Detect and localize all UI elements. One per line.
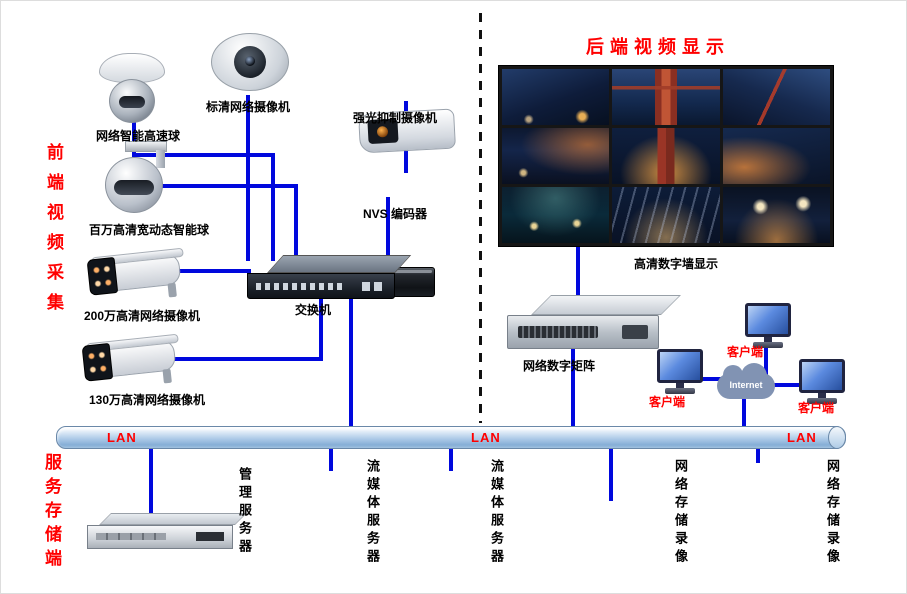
- switch-ports: [247, 273, 395, 299]
- label-sd-camera: 标清网络摄像机: [206, 100, 291, 114]
- monitor-stand: [818, 393, 826, 398]
- matrix-front: [507, 315, 659, 349]
- label-matrix: 网络数字矩阵: [523, 359, 596, 373]
- video-wall-cell: [502, 128, 610, 184]
- monitor-base: [665, 388, 695, 394]
- server-front: [87, 525, 233, 549]
- monitor-stand: [676, 383, 684, 388]
- monitor-base: [753, 342, 783, 348]
- camera-bracket: [167, 282, 177, 298]
- dome-camera: [211, 33, 289, 91]
- connector-line: [246, 95, 250, 261]
- speed-dome-camera: [99, 53, 165, 123]
- monitor-stand: [764, 337, 772, 342]
- connector-line: [161, 184, 298, 188]
- label-stream-server: 流媒体服务器: [489, 459, 504, 567]
- connector-line: [609, 445, 613, 501]
- camera-bracket: [125, 141, 167, 168]
- switch-top: [267, 255, 412, 273]
- monitor-base: [807, 398, 837, 404]
- connector-line: [756, 445, 760, 463]
- camera-ball: [105, 157, 163, 213]
- label-client: 客户端: [649, 395, 686, 409]
- label-speed-dome: 网络智能高速球: [96, 129, 181, 143]
- connector-line: [294, 184, 298, 261]
- label-camera-130w: 130万高清网络摄像机: [89, 393, 206, 407]
- lan-label: LAN: [787, 430, 817, 445]
- section-divider: [479, 13, 482, 423]
- label-client: 客户端: [798, 401, 835, 415]
- client-pc: [745, 303, 791, 348]
- monitor-screen: [799, 359, 845, 393]
- video-wall-cell: [502, 187, 610, 243]
- label-wdr-dome: 百万高清宽动态智能球: [89, 223, 210, 237]
- connector-line: [149, 445, 153, 513]
- connector-line: [699, 377, 721, 381]
- camera-ball: [109, 79, 155, 123]
- internet-label: Internet: [729, 380, 763, 390]
- connector-line: [271, 153, 275, 261]
- bullet-camera-200w: [84, 242, 184, 300]
- video-wall-cell: [612, 187, 720, 243]
- client-pc: [799, 359, 845, 404]
- connector-line: [449, 445, 453, 471]
- client-pc: [657, 349, 703, 394]
- storage-section-label: 服务存储端: [42, 453, 61, 573]
- video-wall-cell: [722, 187, 830, 243]
- label-switch: 交换机: [295, 303, 332, 317]
- connector-line: [773, 383, 801, 387]
- monitor-screen: [745, 303, 791, 337]
- lan-bus: LAN LAN LAN: [56, 426, 846, 449]
- management-server: [87, 513, 247, 549]
- bullet-camera-130w: [79, 328, 179, 386]
- video-wall-cell: [612, 69, 720, 125]
- connector-line: [576, 245, 580, 297]
- video-wall-cell: [502, 69, 610, 125]
- server-top: [99, 513, 247, 525]
- label-stream-server: 流媒体服务器: [365, 459, 380, 567]
- lan-label: LAN: [107, 430, 137, 445]
- label-mgmt-server: 管理服务器: [237, 467, 252, 557]
- frontend-section-label: 前端视频采集: [44, 143, 63, 323]
- wdr-speed-dome-camera: [105, 141, 167, 219]
- lan-label: LAN: [471, 430, 501, 445]
- label-nvs-encoder: NVS 编码器: [363, 207, 428, 221]
- label-client: 客户端: [727, 345, 764, 359]
- label-storage-recorder: 网络存储录像: [825, 459, 840, 567]
- connector-line: [329, 445, 333, 471]
- connector-line: [742, 395, 746, 429]
- network-switch: [247, 255, 412, 299]
- label-highlight-cam: 强光抑制摄像机: [353, 111, 438, 125]
- connector-line: [166, 357, 323, 361]
- connector-line: [173, 269, 251, 273]
- camera-lens: [81, 342, 114, 382]
- label-camera-200w: 200万高清网络摄像机: [84, 309, 201, 323]
- backend-section-title: 后端视频显示: [586, 37, 730, 57]
- label-storage-recorder: 网络存储录像: [673, 459, 688, 567]
- network-digital-matrix: [507, 295, 681, 349]
- camera-lens: [86, 256, 119, 296]
- connector-line: [319, 293, 323, 361]
- monitor-screen: [657, 349, 703, 383]
- connector-line: [571, 345, 575, 429]
- connector-line: [132, 153, 275, 157]
- connector-line: [349, 293, 353, 429]
- matrix-top: [531, 295, 681, 315]
- camera-bracket: [162, 368, 172, 384]
- video-wall-cell: [722, 128, 830, 184]
- video-wall-cell: [722, 69, 830, 125]
- connector-line: [386, 197, 390, 261]
- connector-line: [132, 113, 136, 157]
- label-video-wall: 高清数字墙显示: [634, 257, 719, 271]
- internet-cloud-icon: Internet: [717, 363, 775, 399]
- video-wall-cell: [612, 128, 720, 184]
- camera-mount: [99, 53, 165, 83]
- video-wall: [498, 65, 834, 247]
- connector-line: [764, 343, 768, 375]
